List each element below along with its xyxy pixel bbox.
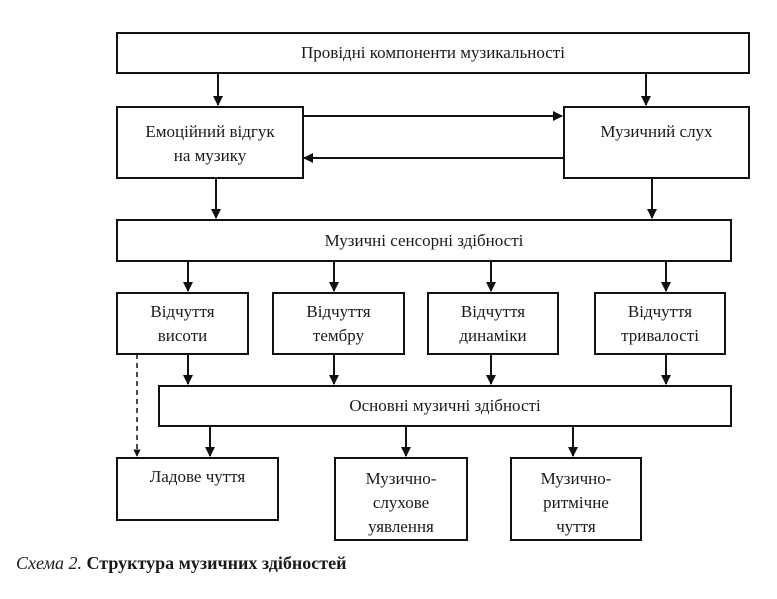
node-modal-sense: Ладове чуття bbox=[116, 457, 279, 521]
node-label-line: тривалості bbox=[621, 325, 699, 345]
node-leading-components: Провідні компоненти музикальності bbox=[116, 32, 750, 74]
node-pitch-sense: Відчуття висоти bbox=[116, 292, 249, 355]
node-duration-sense: Відчуття тривалості bbox=[594, 292, 726, 355]
node-emotional-response: Емоційний відгук на музику bbox=[116, 106, 304, 179]
node-label-line: Відчуття bbox=[460, 301, 526, 321]
node-label-line: Музично- bbox=[540, 469, 612, 488]
node-basic-abilities: Основні музичні здібності bbox=[158, 385, 732, 427]
node-label-line: динаміки bbox=[459, 325, 527, 345]
node-label-line: Відчуття bbox=[627, 301, 693, 321]
node-label-line: уявлення bbox=[368, 517, 434, 536]
figure-caption: Схема 2. Структура музичних здібностей bbox=[16, 553, 346, 574]
node-label: Основні музичні здібності bbox=[349, 396, 541, 415]
node-label-line: Музично- bbox=[365, 469, 437, 488]
node-label: Провідні компоненти музикальності bbox=[301, 43, 565, 62]
node-label-line: слухове bbox=[372, 493, 430, 512]
node-label-line: Емоційний відгук bbox=[145, 122, 275, 141]
caption-title: Структура музичних здібностей bbox=[86, 553, 347, 573]
node-rhythm-sense: Музично- ритмічне чуття bbox=[510, 457, 642, 541]
node-label-line: висоти bbox=[157, 325, 208, 345]
node-label: Музичні сенсорні здібності bbox=[324, 230, 524, 250]
node-label-line: Ладове чуття bbox=[149, 467, 246, 486]
node-label-line: Відчуття bbox=[306, 301, 371, 321]
node-label-line: Відчуття bbox=[150, 301, 215, 321]
node-timbre-sense: Відчуття тембру bbox=[272, 292, 405, 355]
node-sensory-abilities: Музичні сенсорні здібності bbox=[116, 219, 732, 262]
node-auditory-representation: Музично- слухове уявлення bbox=[334, 457, 468, 541]
node-label-line: Музичний слух bbox=[600, 122, 713, 141]
node-label-line: на музику bbox=[173, 146, 247, 165]
node-label-line: чуття bbox=[556, 517, 596, 536]
node-musical-hearing: Музичний слух bbox=[563, 106, 750, 179]
node-label-line: ритмічне bbox=[543, 493, 609, 512]
node-label-line: тембру bbox=[312, 325, 365, 345]
node-dynamics-sense: Відчуття динаміки bbox=[427, 292, 559, 355]
caption-label: Схема 2. bbox=[16, 553, 83, 573]
